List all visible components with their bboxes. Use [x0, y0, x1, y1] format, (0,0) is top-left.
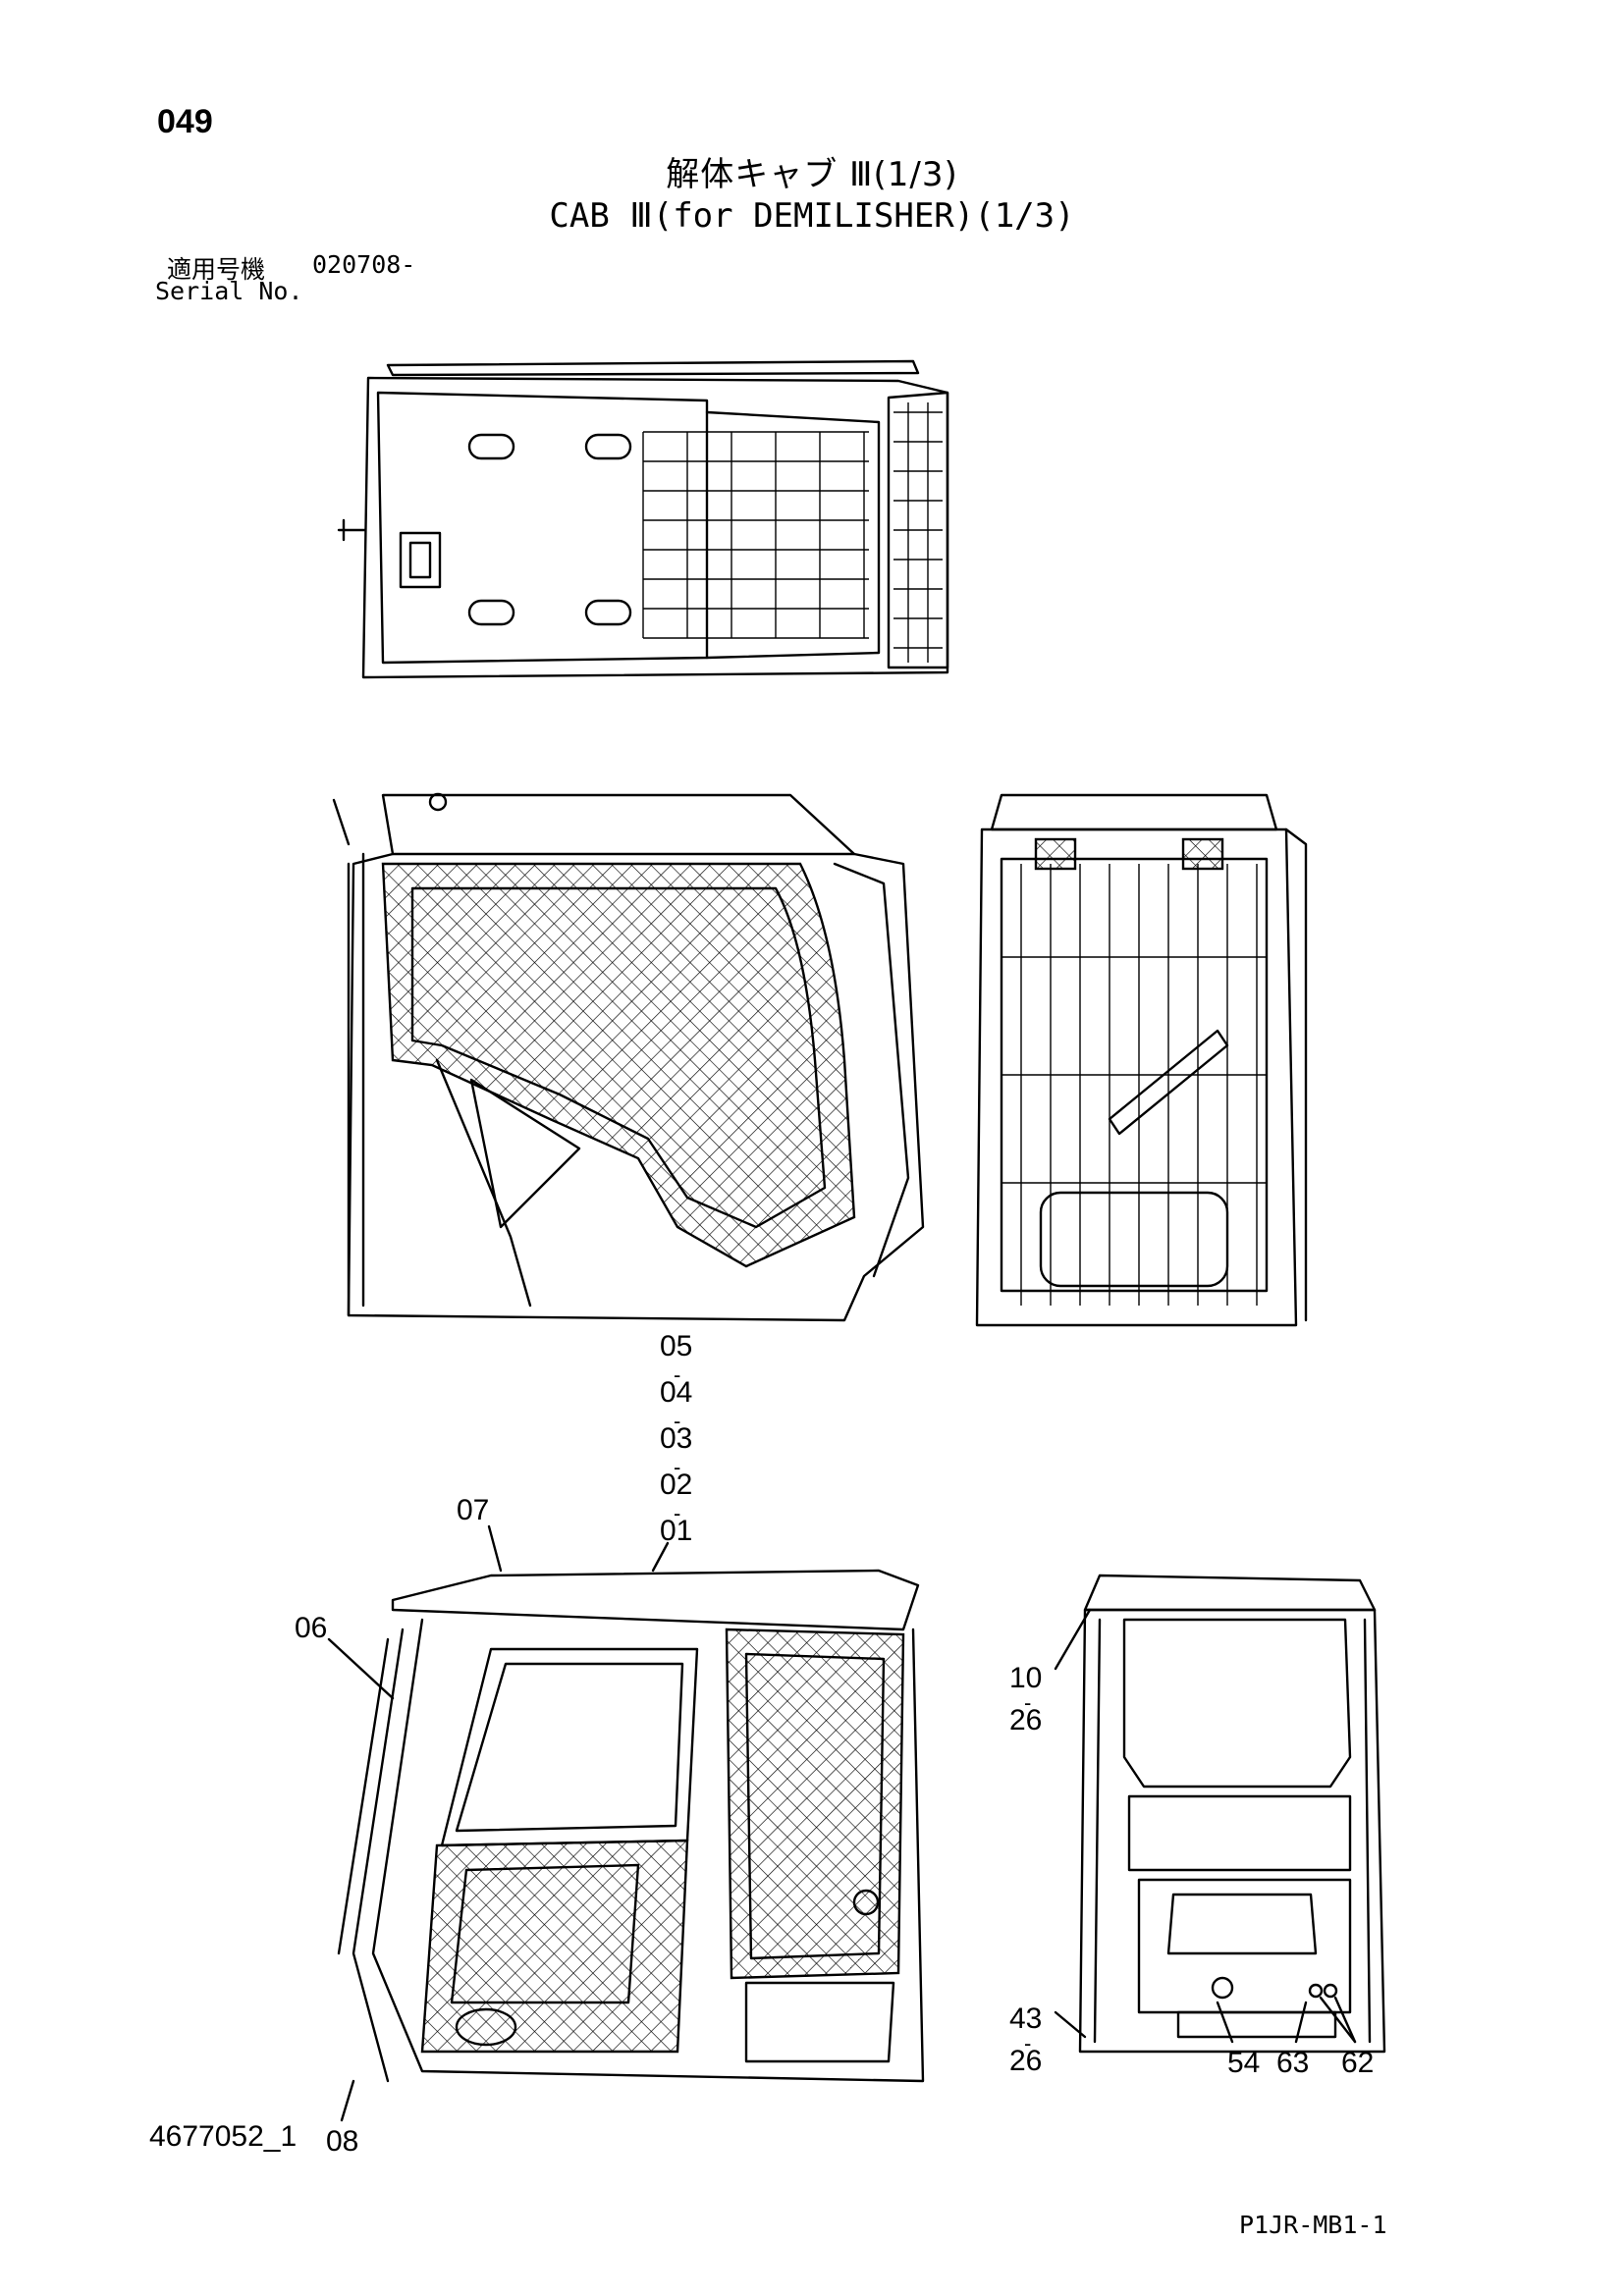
callout-dash: -: [674, 1362, 681, 1387]
title-english: CAB Ⅲ(for DEMILISHER)(1/3): [549, 196, 1075, 236]
page-code: P1JR-MB1-1: [1239, 2211, 1387, 2239]
callout-02: 02: [660, 1468, 693, 1501]
callout-06: 06: [295, 1612, 328, 1644]
callout-10: 10: [1009, 1662, 1043, 1694]
callout-03: 03: [660, 1422, 693, 1455]
document-number: 4677052_1: [149, 2120, 298, 2153]
leader-lines: [327, 1524, 1357, 2122]
cab-side-view-drawing: [332, 792, 925, 1322]
page-number: 049: [157, 103, 213, 140]
callout-62: 62: [1341, 2047, 1375, 2079]
serial-label-english: Serial No.: [155, 277, 303, 305]
callout-05: 05: [660, 1330, 693, 1362]
callout-63: 63: [1276, 2047, 1310, 2079]
serial-label-japanese: 適用号機: [167, 255, 266, 284]
serial-value: 020708-: [312, 250, 416, 279]
callout-54: 54: [1227, 2047, 1261, 2079]
callout-26-lower: 26: [1009, 2045, 1043, 2077]
callout-07: 07: [457, 1494, 490, 1526]
callout-dash: -: [1024, 1690, 1032, 1715]
callout-01: 01: [660, 1515, 693, 1547]
callout-04: 04: [660, 1376, 693, 1409]
callout-43: 43: [1009, 2002, 1043, 2035]
cab-front-view-drawing: [1078, 1574, 1386, 2054]
callout-08: 08: [326, 2125, 359, 2158]
callout-26-upper: 26: [1009, 1704, 1043, 1736]
cab-rear-view-drawing: [975, 793, 1308, 1327]
callout-dash: -: [1024, 2031, 1032, 2056]
cab-iso-view-drawing: [337, 1569, 925, 2083]
cab-top-view-drawing: [337, 359, 949, 679]
callout-dash: -: [674, 1501, 681, 1525]
callout-dash: -: [674, 1409, 681, 1433]
callout-dash: -: [674, 1455, 681, 1479]
title-japanese: 解体キャブ Ⅲ(1/3): [666, 155, 958, 194]
